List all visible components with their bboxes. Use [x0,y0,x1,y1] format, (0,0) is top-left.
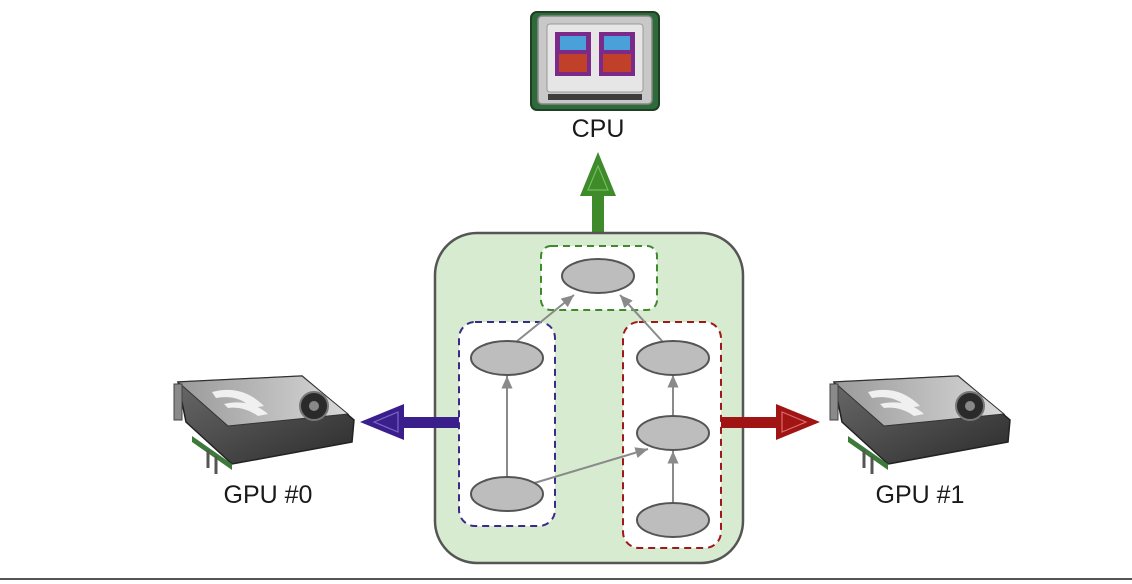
node-gpu1-top [636,340,710,376]
node-gpu1-middle [636,415,710,451]
graph-edges [501,294,679,502]
graphics-card-icon [173,375,355,474]
node-gpu1-bottom [636,502,710,538]
gpu0-arrow [360,404,459,440]
graph-nodes [470,258,710,538]
edge-gpu1-top-to-cpu [619,294,664,343]
cpu-chip-icon [530,11,660,111]
edge-gpu0-to-gpu1-middle [530,447,649,485]
graphics-card-icon [829,375,1011,474]
gpu0-label: GPU #0 [224,481,313,509]
cpu-label: CPU [572,115,625,143]
node-cpu [561,258,635,294]
node-gpu0-top [470,340,544,376]
edge-gpu0-top-to-cpu [515,294,575,343]
cpu-arrow [580,152,616,243]
gpu1-label: GPU #1 [876,481,965,509]
node-gpu0-bottom [470,476,544,512]
gpu1-arrow [721,404,820,440]
